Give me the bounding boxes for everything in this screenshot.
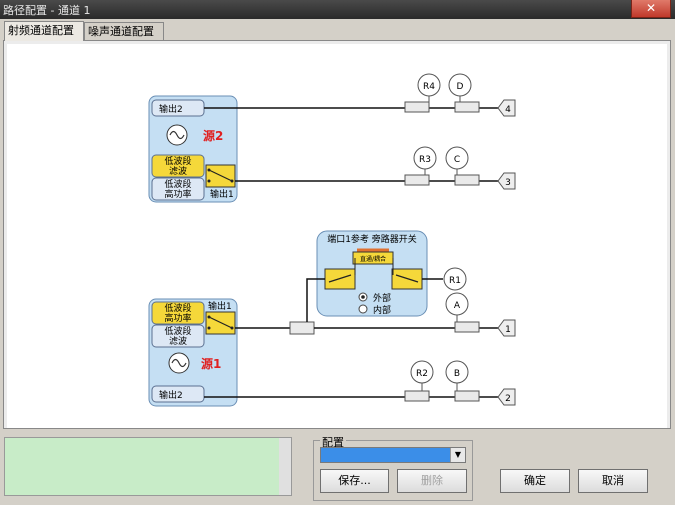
coupler-d — [454, 101, 480, 113]
path-diagram-svg: 输出2 源2 低波段滤波 低波段高功率 输出1 R4 D 4 — [148, 73, 516, 407]
source1-filter-label: 低波段滤波 — [164, 325, 191, 347]
save-button[interactable]: 保存... — [320, 469, 389, 493]
config-group: 配置 — [313, 434, 473, 501]
source1-output2-label: 输出2 — [159, 389, 183, 401]
source2-output1-label: 输出1 — [210, 188, 234, 200]
window-title: 路径配置 - 通道 1 — [3, 4, 91, 17]
radio-external-label: 外部 — [373, 292, 391, 304]
source1-output2-button[interactable] — [151, 385, 205, 403]
coupler-source1 — [289, 321, 315, 335]
receiver-b-label: B — [454, 369, 460, 379]
receiver-r2-label: R2 — [416, 369, 428, 379]
path-diagram: 输出2 源2 低波段滤波 低波段高功率 输出1 R4 D 4 — [7, 44, 667, 428]
receiver-r1-label: R1 — [449, 276, 461, 286]
delete-button[interactable]: 删除 — [397, 469, 467, 493]
cancel-button[interactable]: 取消 — [578, 469, 648, 493]
receiver-r3[interactable] — [413, 146, 437, 170]
message-area[interactable] — [4, 437, 292, 496]
port-3-label: 3 — [505, 178, 511, 188]
receiver-r4[interactable] — [417, 73, 441, 97]
config-select[interactable]: ▼ — [320, 447, 466, 463]
chevron-down-icon[interactable]: ▼ — [450, 448, 465, 462]
source1-label: 源1 — [201, 356, 221, 371]
coupler-r4 — [404, 101, 430, 113]
coupler-b — [454, 390, 480, 402]
receiver-c-label: C — [454, 155, 460, 165]
source2-highpower-button[interactable] — [151, 177, 205, 201]
coupler-r2 — [404, 390, 430, 402]
radio-internal-label: 内部 — [373, 304, 391, 316]
source1-output1-label: 输出1 — [208, 300, 232, 312]
switch-inner-label: 直通/耦合 — [360, 255, 386, 263]
port-4-label: 4 — [505, 105, 511, 115]
tab-panel: 输出2 源2 低波段滤波 低波段高功率 输出1 R4 D 4 — [3, 40, 671, 429]
coupler-r3 — [404, 174, 430, 186]
source2-filter-label: 低波段滤波 — [164, 155, 191, 177]
close-button[interactable]: ✕ — [631, 0, 671, 18]
receiver-r3-label: R3 — [419, 155, 431, 165]
tab-rf-channel[interactable]: 射频通道配置 — [4, 21, 84, 41]
receiver-c[interactable] — [445, 146, 469, 170]
receiver-a-label: A — [454, 301, 461, 311]
receiver-r1[interactable] — [443, 267, 467, 291]
port-2-label: 2 — [505, 394, 511, 404]
radio-internal[interactable] — [358, 304, 368, 314]
port-4-connector[interactable] — [497, 99, 516, 117]
config-group-label: 配置 — [320, 434, 346, 450]
ok-button[interactable]: 确定 — [500, 469, 570, 493]
source1-highpower-label: 低波段高功率 — [164, 302, 191, 324]
coupler-c — [454, 174, 480, 186]
port-1-label: 1 — [505, 325, 511, 335]
message-scrollbar[interactable] — [279, 438, 291, 495]
source2-highpower-label: 低波段高功率 — [164, 178, 191, 200]
tab-noise-channel[interactable]: 噪声通道配置 — [84, 22, 164, 40]
source2-label: 源2 — [203, 128, 223, 143]
port-2-connector[interactable] — [497, 388, 516, 406]
receiver-d-label: D — [457, 82, 464, 92]
source1-filter-button[interactable] — [151, 324, 205, 348]
receiver-d[interactable] — [448, 73, 472, 97]
receiver-a[interactable] — [445, 292, 469, 316]
receiver-r2[interactable] — [410, 360, 434, 384]
receiver-r4-label: R4 — [423, 82, 435, 92]
switch-box-title: 端口1参考 旁路器开关 — [327, 233, 417, 245]
source2-filter-button[interactable] — [151, 154, 205, 178]
coupler-a — [454, 321, 480, 333]
port-1-connector[interactable] — [497, 319, 516, 337]
source2-output2-label: 输出2 — [159, 103, 183, 115]
port1-reference-switch-box — [316, 230, 428, 317]
title-bar: 路径配置 - 通道 1 ✕ — [0, 0, 675, 19]
receiver-b[interactable] — [445, 360, 469, 384]
source1-highpower-button[interactable] — [151, 301, 205, 325]
port-3-connector[interactable] — [497, 172, 516, 190]
